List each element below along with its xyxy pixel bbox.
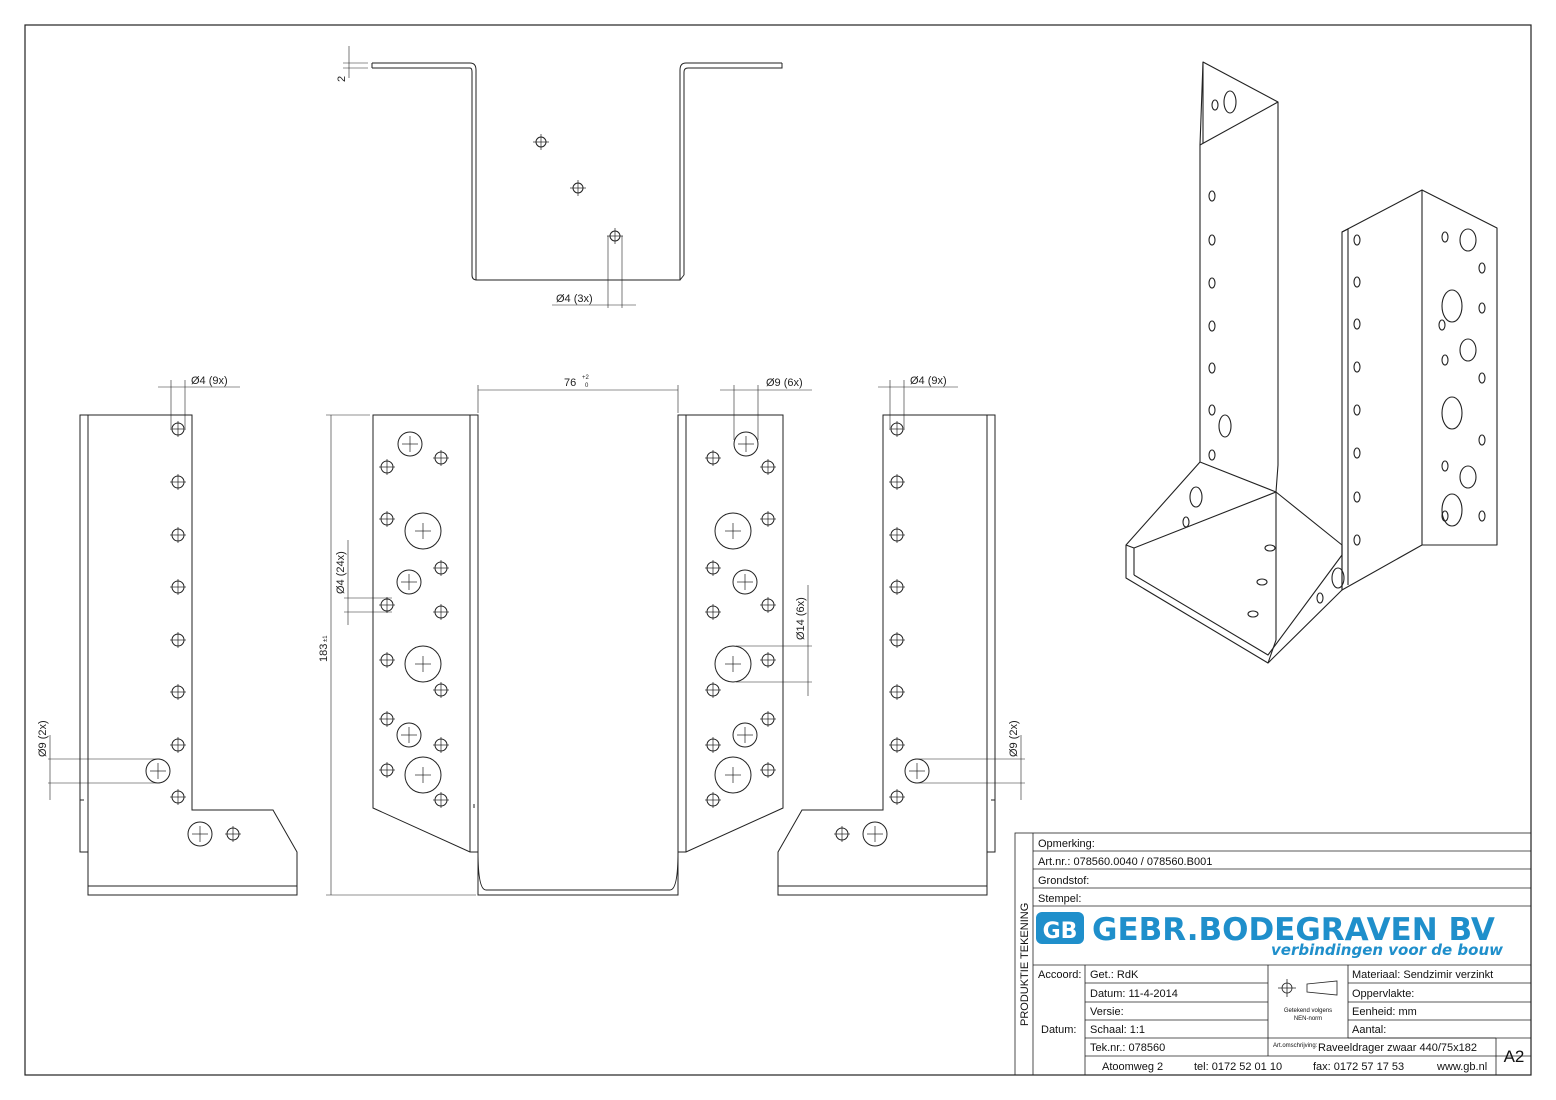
iso-hole bbox=[1182, 516, 1190, 528]
schaal-value: Schaal: 1:1 bbox=[1090, 1024, 1145, 1036]
iso-hole bbox=[1331, 567, 1345, 589]
artnr-label: Art.nr.: 078560.0040 / 078560.B001 bbox=[1038, 856, 1212, 868]
iso-hole bbox=[1441, 460, 1449, 472]
fax-value: fax: 0172 57 17 53 bbox=[1313, 1061, 1404, 1073]
left-side-view bbox=[48, 380, 298, 896]
iso-hole bbox=[1441, 510, 1449, 522]
iso-hole bbox=[1438, 319, 1446, 331]
sheet-border bbox=[24, 24, 1532, 1076]
eenheid-value: Eenheid: mm bbox=[1352, 1006, 1417, 1018]
iso-hole bbox=[1353, 491, 1361, 503]
right-small-hole-dim: Ø4 (9x) bbox=[910, 375, 947, 387]
left-large-hole-dim: Ø9 (2x) bbox=[37, 720, 49, 757]
front-medium-hole-dim: Ø9 (6x) bbox=[766, 377, 803, 389]
iso-hole bbox=[1189, 486, 1203, 508]
iso-hole bbox=[1208, 190, 1216, 202]
isometric-view bbox=[1125, 61, 1498, 664]
produktie-tekening-label: PRODUKTIE TEKENING bbox=[1019, 903, 1031, 1026]
nen-line2: NEN-norm bbox=[1294, 1016, 1322, 1022]
iso-hole bbox=[1353, 318, 1361, 330]
front-large-hole-dim: Ø14 (6x) bbox=[795, 597, 807, 640]
left-small-hole-dim: Ø4 (9x) bbox=[191, 375, 228, 387]
front-height-tol: ±1 bbox=[323, 635, 329, 642]
front-width-tol-lower: 0 bbox=[585, 383, 589, 389]
datum-sign-label: Datum: bbox=[1041, 1024, 1076, 1036]
iso-hole bbox=[1208, 362, 1216, 374]
grondstof-label: Grondstof: bbox=[1038, 875, 1089, 887]
opmerking-label: Opmerking: bbox=[1038, 838, 1095, 850]
iso-hole bbox=[1459, 465, 1477, 489]
getekend-value: Get.: RdK bbox=[1090, 969, 1139, 981]
front-width-tol-upper: +2 bbox=[582, 375, 590, 381]
front-width-dim: 76 bbox=[564, 377, 576, 389]
address-value: Atoomweg 2 bbox=[1102, 1061, 1163, 1073]
iso-hole bbox=[1478, 434, 1486, 446]
versie-value: Versie: bbox=[1090, 1006, 1124, 1018]
iso-hole bbox=[1441, 493, 1463, 527]
art-omschrijving-label: Art.omschrijving: bbox=[1273, 1043, 1318, 1049]
nen-line1: Getekend volgens bbox=[1284, 1008, 1332, 1014]
iso-hole bbox=[1353, 404, 1361, 416]
iso-hole bbox=[1353, 276, 1361, 288]
art-omschrijving-value: Raveeldrager zwaar 440/75x182 bbox=[1318, 1042, 1477, 1054]
materiaal-value: Materiaal: Sendzimir verzinkt bbox=[1352, 969, 1493, 981]
teknr-value: Tek.nr.: 078560 bbox=[1090, 1042, 1165, 1054]
iso-hole bbox=[1459, 228, 1477, 252]
right-large-hole-dim: Ø9 (2x) bbox=[1008, 720, 1020, 757]
iso-hole bbox=[1218, 414, 1232, 438]
stempel-label: Stempel: bbox=[1038, 893, 1081, 905]
top-hole-dim: Ø4 (3x) bbox=[556, 293, 593, 305]
tel-value: tel: 0172 52 01 10 bbox=[1194, 1061, 1282, 1073]
iso-hole bbox=[1316, 592, 1324, 604]
logo-letters: GB bbox=[1043, 919, 1078, 944]
sheet-format: A2 bbox=[1504, 1047, 1525, 1066]
front-view bbox=[326, 385, 812, 896]
iso-hole bbox=[1208, 277, 1216, 289]
iso-hole bbox=[1208, 404, 1216, 416]
datum-value: Datum: 11-4-2014 bbox=[1090, 988, 1178, 1000]
iso-hole bbox=[1478, 302, 1486, 314]
top-thickness-dim: 2 bbox=[336, 76, 348, 82]
iso-hole bbox=[1208, 234, 1216, 246]
iso-hole bbox=[1353, 361, 1361, 373]
iso-hole bbox=[1441, 396, 1463, 430]
iso-hole bbox=[1441, 231, 1449, 243]
oppervlakte-value: Oppervlakte: bbox=[1352, 988, 1414, 1000]
right-side-view bbox=[777, 380, 1025, 896]
brand-name: GEBR.BODEGRAVEN BV bbox=[1092, 912, 1495, 948]
iso-hole bbox=[1353, 534, 1361, 546]
iso-hole bbox=[1459, 338, 1477, 362]
aantal-value: Aantal: bbox=[1352, 1024, 1386, 1036]
front-small-hole-dim: Ø4 (24x) bbox=[335, 551, 347, 594]
iso-hole bbox=[1353, 234, 1361, 246]
iso-hole bbox=[1441, 289, 1463, 323]
brand-slogan: verbindingen voor de bouw bbox=[1271, 941, 1503, 959]
iso-hole bbox=[1478, 262, 1486, 274]
iso-hole bbox=[1208, 320, 1216, 332]
iso-hole bbox=[1211, 99, 1219, 111]
title-block bbox=[1014, 832, 1532, 1076]
logo-badge bbox=[1036, 912, 1084, 944]
iso-hole bbox=[1441, 354, 1449, 366]
accoord-label: Accoord: bbox=[1038, 969, 1081, 981]
iso-hole bbox=[1208, 449, 1216, 461]
front-height-dim: 183 bbox=[318, 644, 330, 662]
brand-logo: GB bbox=[1036, 912, 1084, 944]
iso-hole bbox=[1353, 447, 1361, 459]
iso-hole bbox=[1478, 510, 1486, 522]
iso-hole bbox=[1478, 372, 1486, 384]
iso-hole bbox=[1223, 90, 1237, 114]
top-view bbox=[343, 46, 783, 308]
web-value: www.gb.nl bbox=[1436, 1061, 1487, 1073]
